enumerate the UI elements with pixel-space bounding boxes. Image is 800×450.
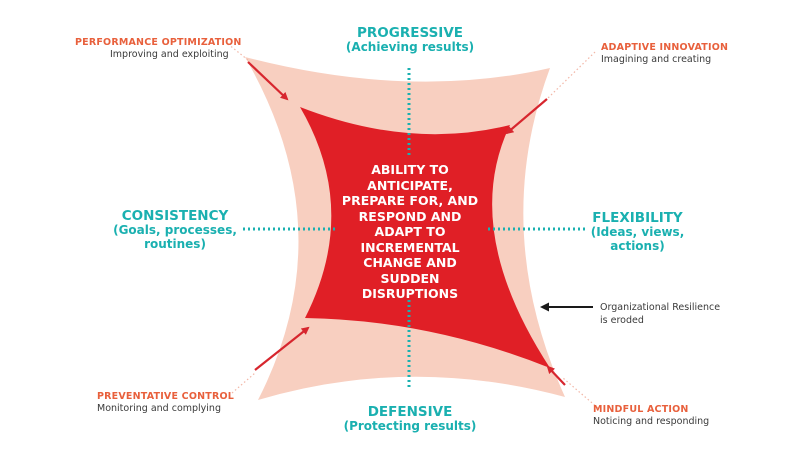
corner-subtitle-performance-optimization: Improving and exploiting (110, 49, 229, 60)
arrow-top-right (505, 98, 548, 135)
axis-title-progressive: PROGRESSIVE (357, 25, 463, 41)
arrow-bottom-left (254, 326, 310, 371)
leader-top-right (547, 51, 596, 99)
inner-red-shape (300, 107, 550, 368)
axis-subtitle-progressive: (Achieving results) (345, 40, 475, 54)
corner-title-adaptive-innovation: ADAPTIVE INNOVATION (601, 42, 729, 53)
corner-title-performance-optimization: PERFORMANCE OPTIMIZATION (75, 37, 242, 48)
corner-subtitle-preventative-control: Monitoring and complying (97, 403, 221, 414)
axis-subtitle-flexibility: (Ideas, views, actions) (590, 225, 685, 253)
center-ability-text: ABILITY TO ANTICIPATE, PREPARE FOR, AND … (341, 162, 479, 301)
leader-top-left (227, 43, 249, 61)
corner-subtitle-mindful-action: Noticing and responding (593, 416, 710, 427)
axis-title-defensive: DEFENSIVE (367, 404, 453, 420)
arrow-top-left (247, 61, 289, 101)
corner-subtitle-adaptive-innovation: Imagining and creating (601, 54, 712, 65)
note-resilience-eroded: Organizational Resilience is eroded (600, 302, 721, 326)
axis-title-consistency: CONSISTENCY (121, 208, 229, 224)
corner-title-preventative-control: PREVENTATIVE CONTROL (97, 391, 235, 402)
arrow-bottom-right (546, 365, 566, 386)
axis-title-flexibility: FLEXIBILITY (592, 210, 683, 226)
leader-bottom-left (231, 372, 256, 394)
axis-subtitle-defensive: (Protecting results) (343, 419, 477, 433)
axis-subtitle-consistency: (Goals, processes, routines) (113, 223, 237, 251)
corner-title-mindful-action: MINDFUL ACTION (593, 404, 689, 415)
